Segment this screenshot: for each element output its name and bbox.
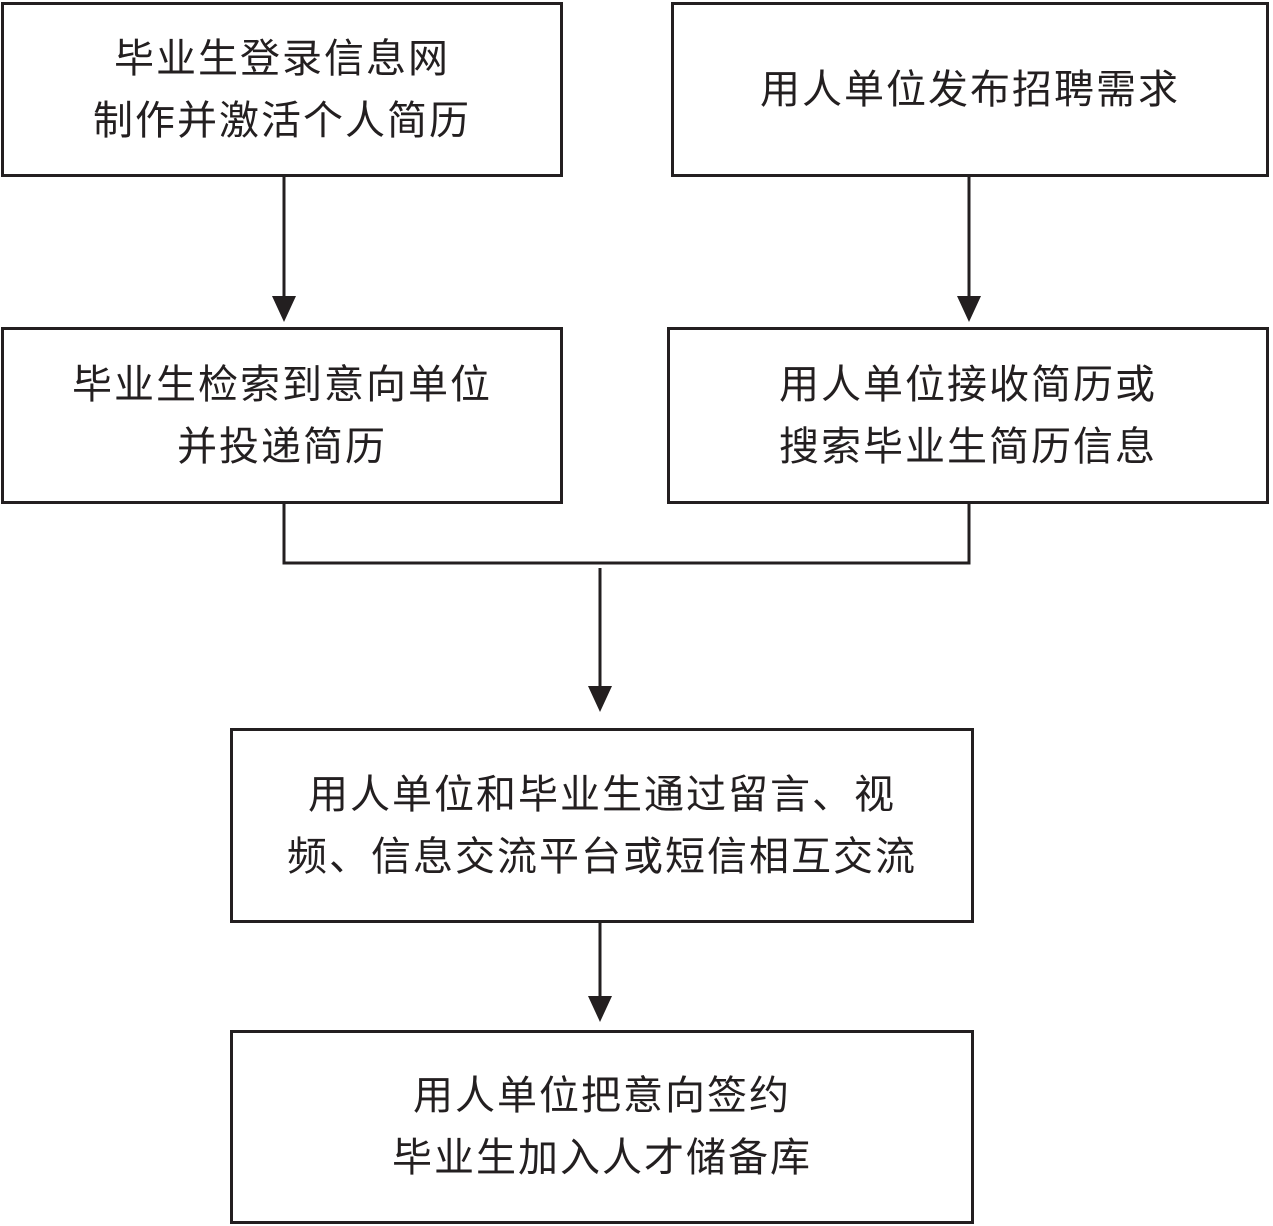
- merge-bracket: [282, 504, 971, 565]
- employer-publish-box: 用人单位发布招聘需求: [671, 2, 1269, 177]
- sign-box: 用人单位把意向签约 毕业生加入人才储备库: [230, 1030, 974, 1224]
- communicate-box: 用人单位和毕业生通过留言、视 频、信息交流平台或短信相互交流: [230, 728, 974, 923]
- employer-receive-line-1: 用人单位接收简历或: [779, 361, 1157, 408]
- graduate-apply-line-2: 并投递简历: [177, 423, 387, 470]
- graduate-register-box: 毕业生登录信息网 制作并激活个人简历: [1, 2, 563, 177]
- graduate-register-line-2: 制作并激活个人简历: [93, 97, 471, 144]
- communicate-line-2: 频、信息交流平台或短信相互交流: [287, 833, 917, 880]
- sign-line-2: 毕业生加入人才储备库: [392, 1135, 812, 1181]
- graduate-apply-box: 毕业生检索到意向单位 并投递简历: [1, 327, 563, 504]
- employer-receive-line-2: 搜索毕业生简历信息: [779, 423, 1157, 470]
- communicate-line-1: 用人单位和毕业生通过留言、视: [308, 771, 896, 818]
- employer-publish-line-1: 用人单位发布招聘需求: [760, 66, 1180, 113]
- graduate-apply-line-1: 毕业生检索到意向单位: [72, 361, 492, 408]
- arrowhead-register-to-apply: [272, 296, 296, 322]
- sign-line-1: 用人单位把意向签约: [413, 1073, 791, 1119]
- graduate-register-line-1: 毕业生登录信息网: [114, 35, 450, 82]
- employer-receive-box: 用人单位接收简历或 搜索毕业生简历信息: [667, 327, 1269, 504]
- arrowhead-publish-to-receive: [957, 296, 981, 322]
- arrowhead-merge-to-communicate: [588, 686, 612, 712]
- arrowhead-communicate-to-sign: [588, 996, 612, 1022]
